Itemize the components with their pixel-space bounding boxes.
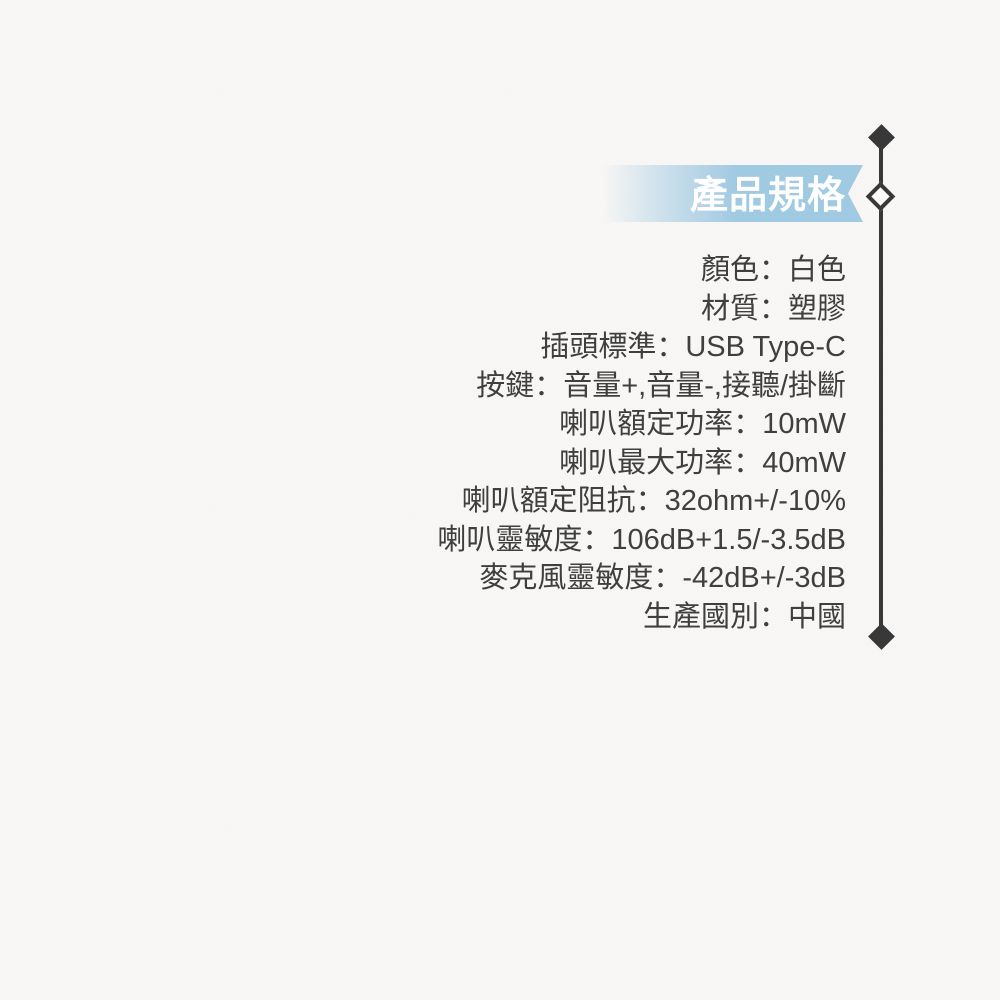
spec-separator: ： <box>656 331 686 363</box>
section-header-banner: 產品規格 <box>602 165 863 222</box>
timeline-line <box>879 137 883 636</box>
spec-row-speaker-sensitivity: 喇叭靈敏度：106dB+1.5/-3.5dB <box>437 521 846 560</box>
spec-label: 顏色 <box>700 254 759 286</box>
spec-separator: ： <box>635 485 665 517</box>
spec-value: 白色 <box>787 254 846 286</box>
spec-value: -42dB+/-3dB <box>682 562 846 594</box>
spec-row-impedance: 喇叭額定阻抗：32ohm+/-10% <box>437 482 846 521</box>
spec-label: 喇叭靈敏度 <box>437 523 583 556</box>
spec-value: USB Type-C <box>685 331 846 363</box>
spec-separator: ： <box>733 408 763 440</box>
spec-row-plug-standard: 插頭標準：USB Type-C <box>437 328 846 367</box>
spec-value: 10mW <box>762 408 846 440</box>
spec-label: 喇叭額定阻抗 <box>461 485 636 517</box>
spec-label: 喇叭最大功率 <box>559 446 734 479</box>
spec-separator: ： <box>582 523 612 556</box>
spec-row-buttons: 按鍵：音量+,音量-,接聽/掛斷 <box>437 367 846 406</box>
spec-label: 插頭標準 <box>540 331 657 363</box>
spec-value: 塑膠 <box>787 292 846 325</box>
spec-label: 按鍵 <box>476 369 535 402</box>
spec-row-mic-sensitivity: 麥克風靈敏度：-42dB+/-3dB <box>437 559 846 598</box>
diamond-bottom-icon <box>868 623 895 650</box>
spec-row-country: 生產國別：中國 <box>437 598 846 637</box>
page-title: 產品規格 <box>689 174 846 217</box>
spec-row-rated-power: 喇叭額定功率：10mW <box>437 405 846 444</box>
spec-row-max-power: 喇叭最大功率：40mW <box>437 444 846 483</box>
spec-label: 材質 <box>700 292 759 325</box>
spec-value: 中國 <box>787 600 846 633</box>
spec-row-color: 顏色：白色 <box>437 251 846 290</box>
spec-separator: ： <box>758 600 788 633</box>
spec-value: 40mW <box>762 446 846 479</box>
diamond-middle-icon <box>865 181 896 212</box>
spec-label: 喇叭額定功率 <box>559 408 734 440</box>
spec-separator: ： <box>534 369 564 402</box>
spec-separator: ： <box>653 562 683 594</box>
spec-separator: ： <box>758 292 788 325</box>
spec-label: 麥克風靈敏度 <box>479 562 654 594</box>
spec-value: 106dB+1.5/-3.5dB <box>611 523 846 556</box>
spec-value: 音量+,音量-,接聽/掛斷 <box>563 369 846 402</box>
spec-separator: ： <box>733 446 763 479</box>
spec-list: 顏色：白色 材質：塑膠 插頭標準：USB Type-C 按鍵：音量+,音量-,接… <box>437 251 846 636</box>
spec-value: 32ohm+/-10% <box>664 485 846 517</box>
spec-separator: ： <box>758 254 788 286</box>
spec-label: 生產國別 <box>642 600 759 633</box>
diamond-top-icon <box>868 124 895 151</box>
spec-row-material: 材質：塑膠 <box>437 290 846 329</box>
